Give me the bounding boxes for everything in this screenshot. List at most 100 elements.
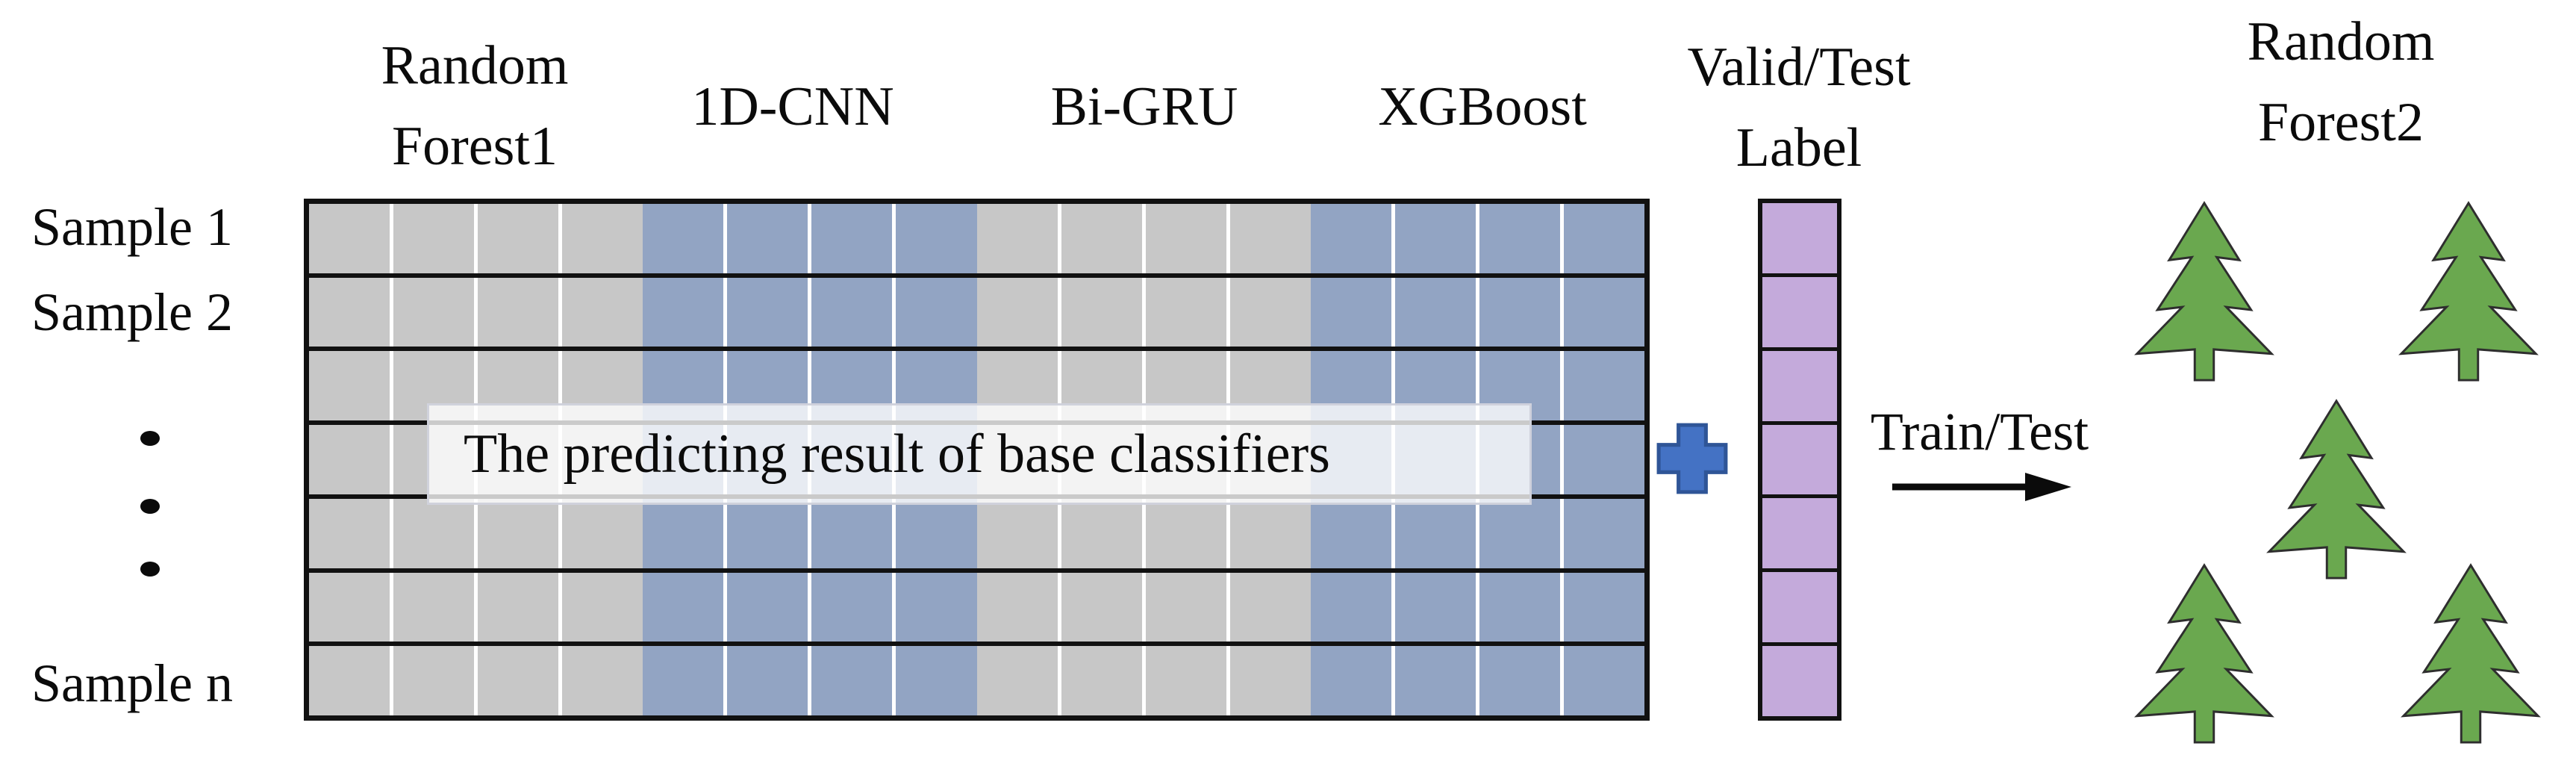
- matrix-cell: [1145, 204, 1230, 273]
- label-column: [1758, 199, 1841, 721]
- matrix-cell: [1394, 277, 1479, 347]
- pine-tree-icon: [2402, 564, 2539, 744]
- header-random-forest2: Random Forest2: [2247, 11, 2435, 153]
- matrix-cell: [1563, 277, 1644, 347]
- matrix-cell: [478, 277, 563, 347]
- label-cell: [1762, 277, 1837, 351]
- matrix-cell: [309, 277, 394, 347]
- matrix-row: [309, 277, 1644, 352]
- matrix-cell: [896, 204, 977, 273]
- column-header-bi-gru: Bi-GRU: [1050, 76, 1238, 137]
- matrix-cell: [976, 277, 1061, 347]
- column-header-valid-test-label: Valid/Test Label: [1687, 37, 1911, 178]
- matrix-cell: [393, 498, 478, 568]
- matrix-cell: [1563, 425, 1644, 494]
- matrix-cell: [478, 498, 563, 568]
- matrix-cell: [562, 646, 643, 716]
- matrix-cell: [643, 646, 728, 716]
- matrix-cell: [1310, 646, 1395, 716]
- overlay-caption: The predicting result of base classifier…: [427, 403, 1532, 505]
- matrix-cell: [643, 572, 728, 642]
- matrix-cell: [478, 204, 563, 273]
- matrix-cell: [478, 572, 563, 642]
- matrix-cell: [976, 204, 1061, 273]
- right-arrow-icon: [1892, 473, 2071, 501]
- matrix-cell: [393, 204, 478, 273]
- row-label-sample-n: Sample n: [31, 653, 233, 713]
- matrix-cell: [1563, 351, 1644, 421]
- matrix-cell: [1145, 277, 1230, 347]
- train-test-label: Train/Test: [1870, 401, 2089, 462]
- pine-tree-icon: [2136, 564, 2273, 744]
- plus-icon: [1656, 423, 1728, 494]
- matrix-cell: [727, 572, 812, 642]
- matrix-cell: [1061, 204, 1146, 273]
- label-cell: [1762, 646, 1837, 716]
- matrix-row: [309, 646, 1644, 716]
- matrix-cell: [643, 498, 728, 568]
- ellipsis-dot: [140, 431, 160, 446]
- matrix-cell: [896, 646, 977, 716]
- matrix-cell: [1394, 498, 1479, 568]
- pine-tree-icon: [2136, 202, 2273, 382]
- pine-tree-icon: [2400, 202, 2537, 382]
- row-label-sample-2: Sample 2: [31, 282, 233, 342]
- matrix-cell: [309, 204, 394, 273]
- matrix-cell: [1145, 498, 1230, 568]
- matrix-cell: [478, 646, 563, 716]
- matrix-cell: [1061, 277, 1146, 347]
- matrix-cell: [562, 498, 643, 568]
- matrix-cell: [309, 351, 394, 421]
- matrix-cell: [811, 646, 896, 716]
- matrix-cell: [727, 204, 812, 273]
- matrix-row: [309, 498, 1644, 573]
- matrix-cell: [1061, 498, 1146, 568]
- matrix-cell: [1310, 277, 1395, 347]
- matrix-cell: [727, 277, 812, 347]
- matrix-cell: [643, 277, 728, 347]
- matrix-cell: [976, 572, 1061, 642]
- label-cell: [1762, 425, 1837, 499]
- matrix-cell: [896, 498, 977, 568]
- matrix-cell: [1479, 204, 1564, 273]
- matrix-cell: [727, 646, 812, 716]
- matrix-cell: [393, 572, 478, 642]
- matrix-row: [309, 204, 1644, 278]
- matrix-cell: [1563, 572, 1644, 642]
- ellipsis-dot: [140, 499, 160, 514]
- matrix-cell: [309, 425, 394, 494]
- matrix-cell: [1394, 204, 1479, 273]
- matrix-cell: [811, 277, 896, 347]
- matrix-cell: [1061, 572, 1146, 642]
- ellipsis-dot: [140, 562, 160, 577]
- column-header-xgboost: XGBoost: [1378, 76, 1587, 137]
- matrix-cell: [976, 646, 1061, 716]
- matrix-cell: [393, 277, 478, 347]
- matrix-row: [309, 572, 1644, 647]
- matrix-cell: [811, 498, 896, 568]
- matrix-cell: [896, 277, 977, 347]
- matrix-cell: [727, 498, 812, 568]
- matrix-cell: [1145, 572, 1230, 642]
- row-label-sample-1: Sample 1: [31, 196, 233, 257]
- matrix-cell: [1479, 646, 1564, 716]
- label-cell: [1762, 351, 1837, 425]
- matrix-cell: [811, 204, 896, 273]
- matrix-cell: [1229, 204, 1311, 273]
- matrix-cell: [1229, 277, 1311, 347]
- label-cell: [1762, 572, 1837, 647]
- matrix-cell: [562, 204, 643, 273]
- matrix-cell: [1479, 572, 1564, 642]
- label-cell: [1762, 203, 1837, 277]
- column-header-random-forest1: Random Forest1: [381, 35, 569, 177]
- matrix-cell: [1563, 646, 1644, 716]
- matrix-cell: [309, 646, 394, 716]
- matrix-cell: [1310, 498, 1395, 568]
- matrix-cell: [1479, 498, 1564, 568]
- matrix-cell: [309, 572, 394, 642]
- matrix-cell: [562, 572, 643, 642]
- matrix-cell: [1229, 646, 1311, 716]
- matrix-cell: [1229, 572, 1311, 642]
- matrix-cell: [1479, 277, 1564, 347]
